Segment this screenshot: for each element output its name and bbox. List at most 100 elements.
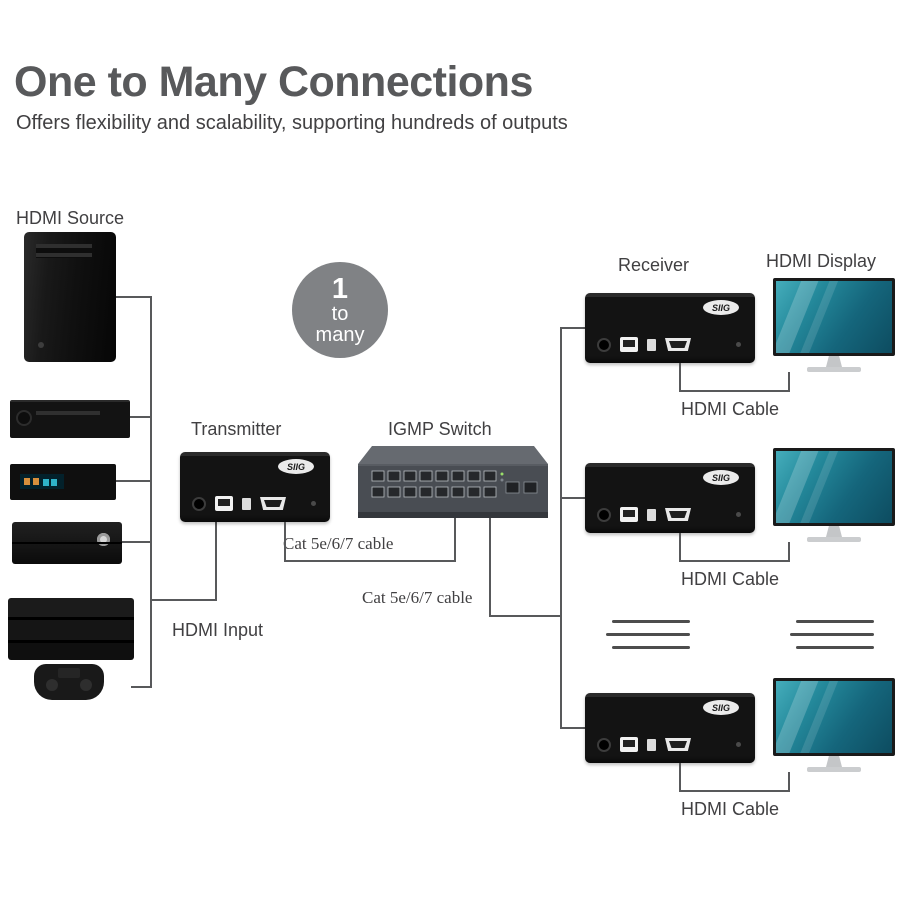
line-hdmi-cable-2-horizontal xyxy=(679,560,790,562)
transmitter-device: SIIG xyxy=(180,452,330,522)
rj45-port xyxy=(620,737,638,752)
brand-logo: SIIG xyxy=(703,470,739,485)
hdmi-port xyxy=(665,738,691,751)
label-hdmi-input: HDMI Input xyxy=(172,620,264,640)
line-stub-receiver-3 xyxy=(560,727,586,729)
label-cat-cable-1: Cat 5e/6/7 cable xyxy=(283,534,394,553)
reset-hole xyxy=(736,512,741,517)
display-screen xyxy=(773,278,895,356)
badge-number: 1 xyxy=(331,272,349,305)
rj45-port xyxy=(620,507,638,522)
line-hdmi-cable-1-horizontal xyxy=(679,390,790,392)
hdmi-port xyxy=(665,338,691,351)
line-stub-receiver-1 xyxy=(560,327,586,329)
hdmi-port xyxy=(665,508,691,521)
display-stand-neck xyxy=(826,356,842,367)
ellipsis-lines-left xyxy=(606,620,690,659)
ellipsis-dash xyxy=(796,646,874,649)
line-hdmi-cable-3-down xyxy=(679,763,681,792)
line-stub-dvd xyxy=(130,416,152,418)
label-hdmi-display: HDMI Display xyxy=(766,251,877,271)
pc-tower-image xyxy=(24,232,116,362)
ps4-body xyxy=(8,598,134,660)
ellipsis-dash xyxy=(796,620,874,623)
display-stand-base xyxy=(807,367,861,372)
dc-jack xyxy=(597,737,611,752)
reset-hole xyxy=(311,501,316,506)
ellipsis-lines-right xyxy=(790,620,874,659)
usb-port xyxy=(647,738,656,751)
ellipsis-dash xyxy=(612,646,690,649)
line-stub-cable-box xyxy=(116,480,152,482)
rj45-port xyxy=(620,337,638,352)
label-hdmi-cable-3: HDMI Cable xyxy=(680,799,780,819)
display-screen xyxy=(773,448,895,526)
hdmi-display-2 xyxy=(773,448,895,542)
page-subtitle: Offers flexibility and scalability, supp… xyxy=(16,112,568,134)
switch-led xyxy=(500,472,504,476)
display-screen xyxy=(773,678,895,756)
receiver-device-2: SIIG xyxy=(585,463,755,533)
switch-led xyxy=(500,478,504,482)
reset-hole xyxy=(736,342,741,347)
line-stub-receiver-2 xyxy=(560,497,586,499)
one-to-many-badge: 1 to many xyxy=(292,262,388,358)
line-hdmi-cable-2-up xyxy=(788,542,790,562)
usb-port xyxy=(242,497,251,510)
hdmi-port xyxy=(260,497,286,510)
hdmi-display-3 xyxy=(773,678,895,772)
xbox-console-image xyxy=(12,522,122,564)
brand-logo: SIIG xyxy=(278,459,314,474)
sfp-port xyxy=(505,481,520,494)
ellipsis-dash xyxy=(606,633,690,636)
badge-to: to xyxy=(331,303,349,326)
line-switch-up xyxy=(454,518,456,562)
line-hdmi-cable-3-up xyxy=(788,772,790,792)
line-stub-ps4 xyxy=(131,686,152,688)
dc-jack xyxy=(597,337,611,352)
line-hdmi-cable-1-down xyxy=(679,363,681,392)
receiver-ports xyxy=(597,737,741,752)
igmp-switch-device xyxy=(358,446,548,518)
page-title: One to Many Connections xyxy=(14,58,533,106)
receiver-ports xyxy=(597,337,741,352)
ellipsis-dash xyxy=(790,633,874,636)
display-stand-neck xyxy=(826,756,842,767)
ellipsis-dash xyxy=(612,620,690,623)
switch-port-grid xyxy=(371,470,497,498)
line-switch-down xyxy=(489,518,491,617)
label-hdmi-cable-2: HDMI Cable xyxy=(680,569,780,589)
usb-port xyxy=(647,338,656,351)
transmitter-ports xyxy=(192,496,316,511)
ps4-console-image xyxy=(8,598,134,702)
dc-jack xyxy=(597,507,611,522)
badge-many: many xyxy=(315,323,365,346)
label-hdmi-cable-1: HDMI Cable xyxy=(680,399,780,419)
line-receiver-bus xyxy=(560,327,562,729)
sfp-port xyxy=(523,481,538,494)
hdmi-display-1 xyxy=(773,278,895,372)
receiver-device-3: SIIG xyxy=(585,693,755,763)
label-cat-cable-2: Cat 5e/6/7 cable xyxy=(362,588,473,607)
dc-jack xyxy=(192,496,206,511)
receiver-ports xyxy=(597,507,741,522)
label-receiver: Receiver xyxy=(618,255,690,275)
dvd-player-image xyxy=(10,400,130,438)
display-stand-base xyxy=(807,767,861,772)
rj45-port xyxy=(215,496,233,511)
line-hdmi-cable-2-down xyxy=(679,533,681,562)
cable-box-image xyxy=(10,464,116,500)
line-stub-pc xyxy=(116,296,152,298)
label-igmp-switch: IGMP Switch xyxy=(388,419,492,439)
brand-logo: SIIG xyxy=(703,300,739,315)
line-hdmi-input-vertical xyxy=(215,522,217,601)
display-stand-neck xyxy=(826,526,842,537)
line-source-bus xyxy=(150,297,152,688)
line-hdmi-cable-1-up xyxy=(788,372,790,392)
line-hdmi-cable-3-horizontal xyxy=(679,790,790,792)
usb-port xyxy=(647,508,656,521)
line-cat1-horizontal xyxy=(284,560,456,562)
display-stand-base xyxy=(807,537,861,542)
brand-logo: SIIG xyxy=(703,700,739,715)
